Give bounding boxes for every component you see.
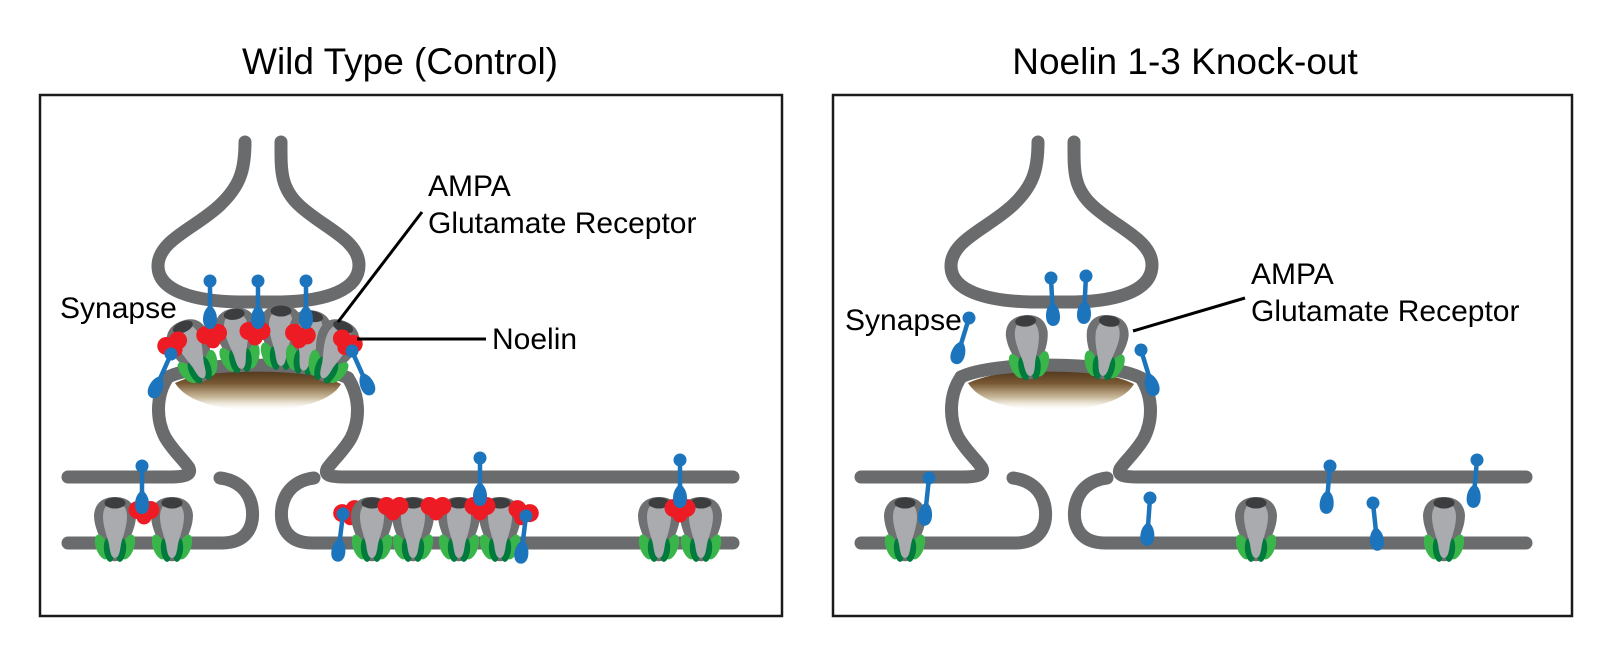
ampa-leader-line [336, 211, 424, 323]
synapse-label-ko: Synapse [845, 304, 962, 337]
synapse-label: Synapse [60, 292, 177, 325]
glutamate-icon [330, 507, 351, 563]
panel-border-knockout [831, 93, 1574, 618]
ampa-receptor-icon [1420, 497, 1468, 563]
glutamate-icon [1319, 459, 1338, 515]
ampa-label-line2-ko: Glutamate Receptor [1251, 295, 1519, 328]
panel-title-wild-type: Wild Type (Control) [242, 41, 558, 82]
panel-noelin-knockout: Noelin 1-3 Knock-out Synapse [831, 41, 1574, 618]
ampa-label-line1-ko: AMPA [1251, 258, 1334, 291]
noelin-label: Noelin [492, 323, 577, 356]
glutamate-icon [135, 460, 149, 515]
panel-wild-type: Wild Type (Control) [38, 41, 784, 618]
ampa-label-line1: AMPA [428, 170, 511, 203]
panel-title-knockout: Noelin 1-3 Knock-out [1012, 41, 1358, 82]
panel-border-wild-type [38, 93, 784, 618]
ampa-label-line2: Glutamate Receptor [428, 207, 696, 240]
ampa-receptor-icon [1232, 497, 1280, 563]
ampa-leader-line-ko [1132, 296, 1246, 333]
